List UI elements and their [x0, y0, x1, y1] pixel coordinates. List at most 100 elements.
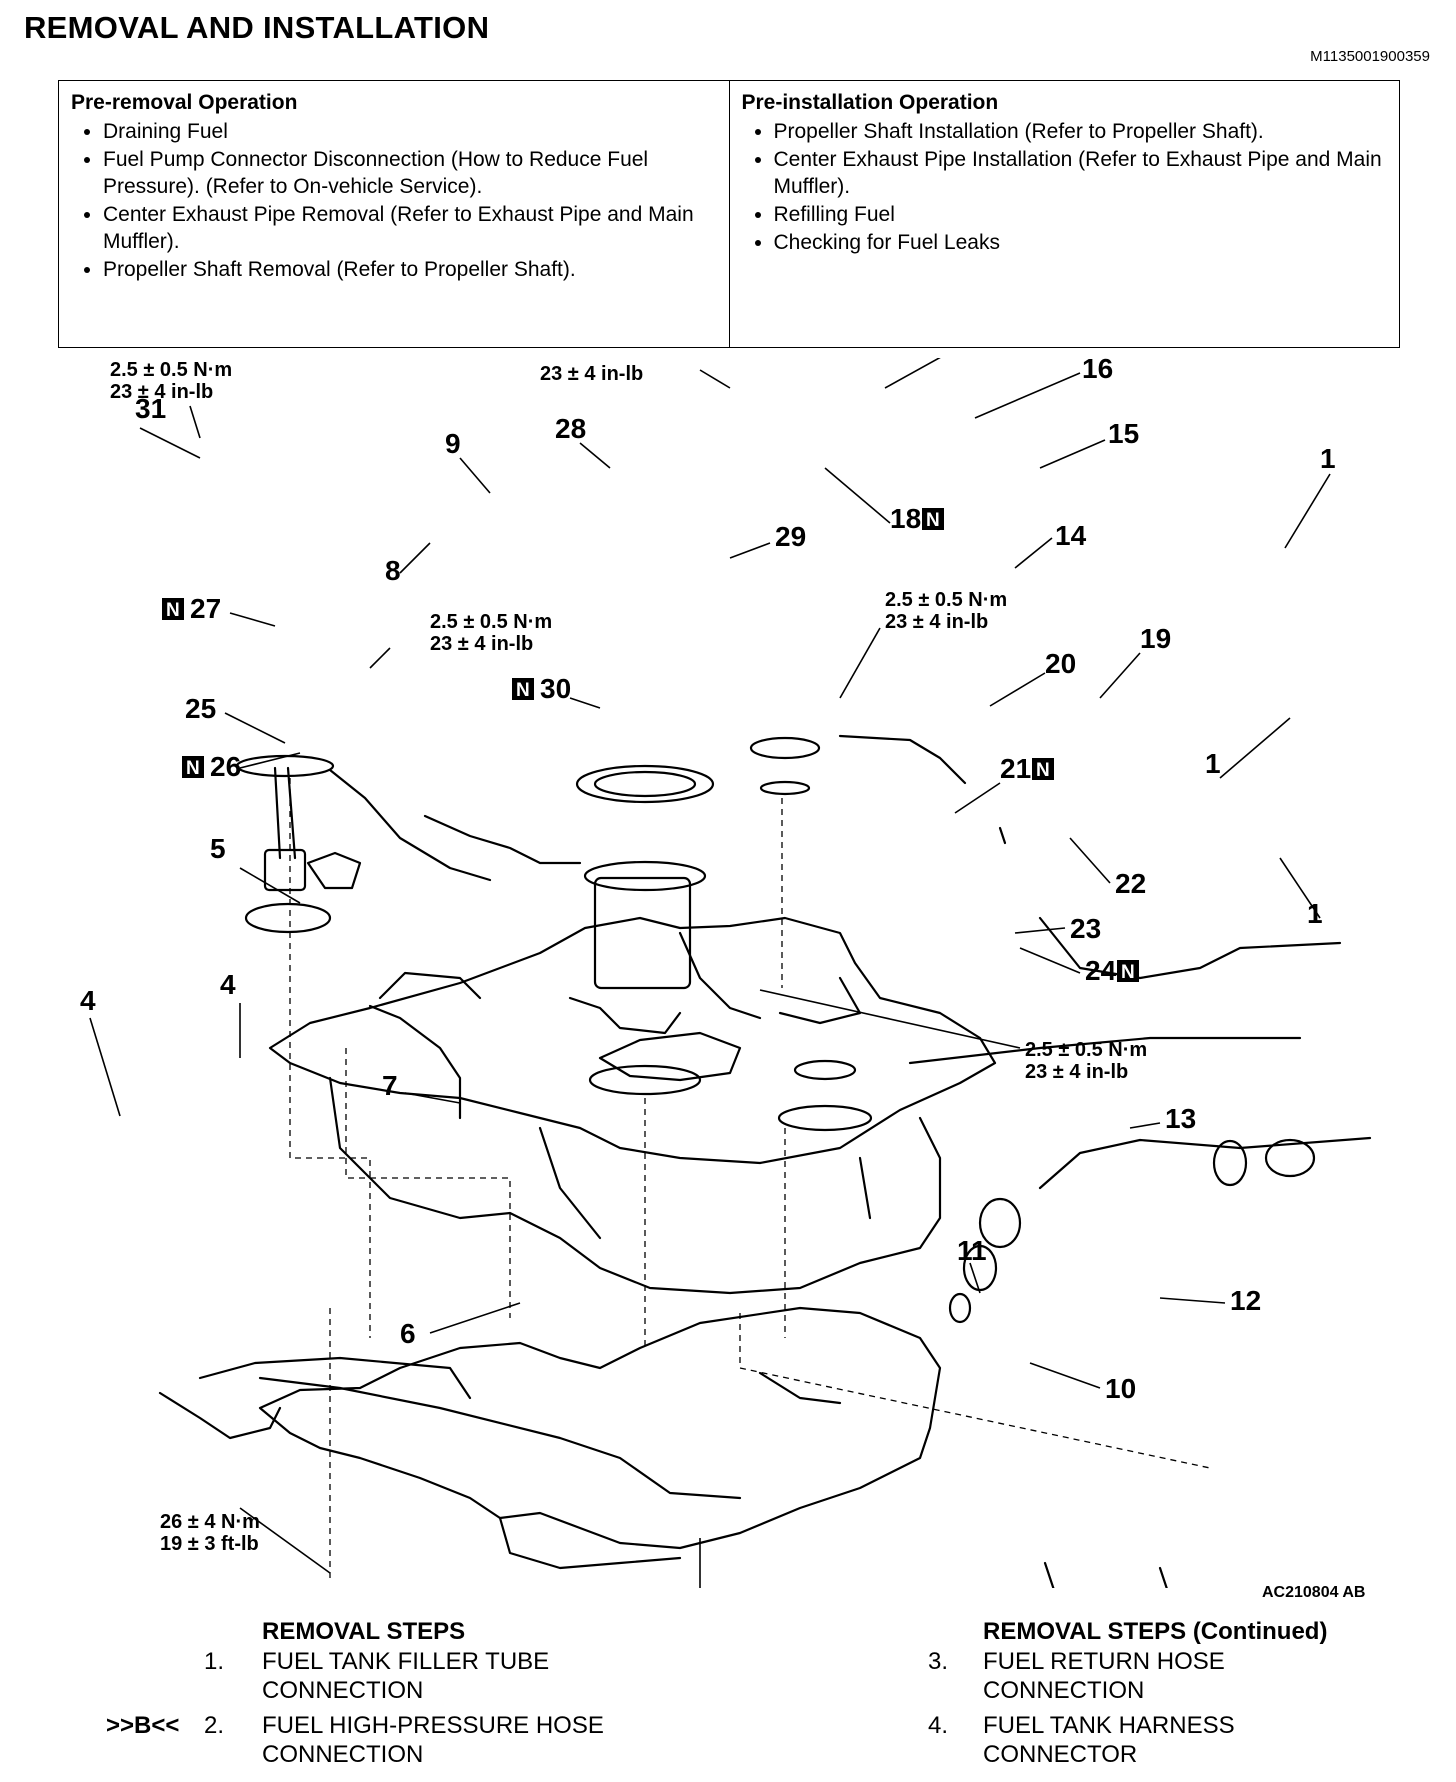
list-item: Propeller Shaft Installation (Refer to P…	[774, 118, 1388, 145]
torque-spec-inlb: 23 ± 4 in-lb	[1025, 1061, 1128, 1083]
callout-18: 18	[890, 503, 921, 534]
torque-spec-nm: 2.5 ± 0.5 N·m	[1025, 1039, 1147, 1061]
callout-1: 1	[1205, 748, 1221, 779]
step-text: FUEL HIGH-PRESSURE HOSE	[262, 1712, 604, 1739]
figure-code: AC210804 AB	[1262, 1584, 1366, 1601]
callout-leader-9	[459, 457, 491, 494]
list-item: Fuel Pump Connector Disconnection (How t…	[103, 146, 717, 200]
torque-spec-ftlb: 19 ± 3 ft-lb	[160, 1533, 259, 1555]
callout-leader-18	[824, 467, 891, 524]
new-part-mark: N	[926, 510, 940, 531]
pre-installation-heading: Pre-installation Operation	[741, 91, 999, 114]
callout-leader-1	[1284, 473, 1331, 549]
new-part-mark-box	[512, 678, 534, 700]
callout-25: 25	[185, 693, 216, 724]
torque-spec-inlb: 23 ± 4 in-lb	[110, 381, 213, 403]
callout-leader-21	[954, 782, 1001, 814]
new-part-mark-box	[1032, 758, 1054, 780]
list-item: Draining Fuel	[103, 118, 717, 145]
removal-steps-continued-heading: REMOVAL STEPS (Continued)	[983, 1618, 1328, 1645]
callout-30: 30	[540, 673, 571, 704]
callout-leader-12	[1159, 1297, 1226, 1304]
step-text: FUEL TANK FILLER TUBE	[262, 1648, 550, 1675]
callout-8: 8	[385, 555, 401, 586]
callout-20: 20	[1045, 648, 1076, 679]
callout-leader-14	[1014, 537, 1053, 569]
list-item: Center Exhaust Pipe Installation (Refer …	[774, 146, 1388, 200]
callout-leader-11	[969, 1262, 981, 1294]
new-part-mark-box	[182, 756, 204, 778]
callout-22: 22	[1115, 868, 1146, 899]
callout-leader-15	[1039, 439, 1106, 469]
callout-15: 15	[1108, 418, 1139, 449]
torque-spec-nm: 2.5 ± 0.5 N·m	[540, 358, 662, 363]
step-text-continued: CONNECTOR	[983, 1741, 1138, 1768]
callout-16: 16	[1082, 358, 1113, 384]
callout-13: 13	[1165, 1103, 1196, 1134]
new-part-mark: N	[186, 758, 200, 779]
torque-spec-inlb: 23 ± 4 in-lb	[885, 611, 988, 633]
callout-leader-8	[399, 542, 431, 574]
callout-leader-24	[1019, 947, 1081, 974]
list-item: Checking for Fuel Leaks	[774, 229, 1388, 256]
callout-leader-19	[1099, 652, 1141, 699]
callout-14: 14	[1055, 520, 1087, 551]
pre-removal-heading: Pre-removal Operation	[71, 91, 298, 114]
torque-leader-line	[239, 1507, 331, 1574]
callout-leader-1	[1219, 717, 1291, 779]
list-item: Propeller Shaft Removal (Refer to Propel…	[103, 256, 717, 283]
step-text-continued: CONNECTION	[983, 1677, 1145, 1704]
pre-installation-column: Pre-installation Operation Propeller Sha…	[728, 81, 1400, 347]
list-item: Refilling Fuel	[774, 201, 1388, 228]
callout-19: 19	[1140, 623, 1171, 654]
torque-spec-nm: 2.5 ± 0.5 N·m	[885, 589, 1007, 611]
step-number: 3.	[927, 1648, 948, 1675]
callout-leader-28	[579, 442, 611, 469]
new-part-mark-box	[162, 598, 184, 620]
callout-24: 24	[1085, 955, 1117, 986]
step-number: 2.	[203, 1712, 224, 1739]
callout-27: 27	[190, 593, 221, 624]
callout-1: 1	[1320, 443, 1336, 474]
callout-leader-13	[1129, 1122, 1161, 1129]
callout-leader-29	[729, 542, 771, 559]
new-part-mark: N	[516, 680, 530, 701]
torque-spec-inlb: 23 ± 4 in-lb	[540, 363, 643, 385]
operations-table: Pre-removal Operation Draining Fuel Fuel…	[58, 80, 1400, 348]
pre-installation-list: Propeller Shaft Installation (Refer to P…	[742, 118, 1388, 256]
callout-28: 28	[555, 413, 586, 444]
step-text: FUEL TANK HARNESS	[983, 1712, 1235, 1739]
pre-removal-column: Pre-removal Operation Draining Fuel Fuel…	[59, 81, 729, 347]
callout-4: 4	[220, 969, 236, 1000]
callout-4: 4	[80, 985, 96, 1016]
step-text-continued: CONNECTION	[262, 1741, 424, 1768]
torque-leader-line	[369, 647, 391, 669]
callout-7: 7	[382, 1070, 398, 1101]
document-id: M1135001900359	[1310, 48, 1430, 65]
callout-leader-30	[569, 697, 601, 709]
torque-spec-inlb: 23 ± 4 in-lb	[430, 633, 533, 655]
list-item: Center Exhaust Pipe Removal (Refer to Ex…	[103, 201, 717, 255]
callout-leader-25	[224, 712, 286, 744]
callout-leader-1	[1279, 857, 1321, 919]
new-part-mark: N	[1036, 760, 1050, 781]
torque-leader-line	[699, 369, 731, 389]
fuel-tank-exploded-diagram: 2.5 ± 0.5 N·m23 ± 4 in-lb2.5 ± 0.5 N·m23…	[80, 358, 1372, 1588]
page-title: REMOVAL AND INSTALLATION	[24, 10, 490, 45]
new-part-mark-box	[1117, 960, 1139, 982]
step-text-continued: CONNECTION	[262, 1677, 424, 1704]
callout-6: 6	[400, 1318, 416, 1349]
removal-steps-heading: REMOVAL STEPS	[262, 1618, 466, 1645]
callout-leader-27	[229, 612, 276, 627]
pre-removal-list: Draining Fuel Fuel Pump Connector Discon…	[71, 118, 717, 283]
new-part-mark: N	[166, 600, 180, 621]
callout-26: 26	[210, 751, 241, 782]
step-number: 4.	[927, 1712, 948, 1739]
callout-leader-10	[1029, 1362, 1101, 1389]
callout-17: 17	[955, 358, 986, 362]
torque-spec-nm: 26 ± 4 N·m	[160, 1511, 260, 1533]
callout-11: 11	[957, 1235, 987, 1266]
callout-29: 29	[775, 521, 806, 552]
callout-10: 10	[1105, 1373, 1136, 1404]
callout-leader-17	[884, 358, 941, 389]
